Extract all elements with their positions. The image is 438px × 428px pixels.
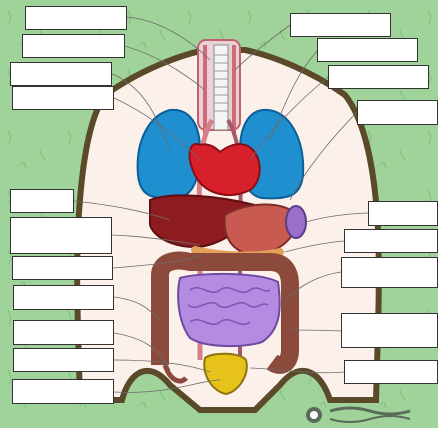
label-box-right-4[interactable] bbox=[357, 100, 438, 125]
small-intestine bbox=[178, 274, 280, 346]
label-box-left-6[interactable] bbox=[10, 217, 112, 254]
label-box-left-10[interactable] bbox=[13, 348, 114, 372]
trachea bbox=[214, 45, 228, 130]
spleen bbox=[286, 206, 306, 238]
label-box-right-1[interactable] bbox=[290, 13, 391, 37]
label-box-left-1[interactable] bbox=[25, 6, 127, 30]
label-box-left-2[interactable] bbox=[22, 34, 125, 58]
label-box-left-4[interactable] bbox=[12, 86, 114, 110]
label-box-left-9[interactable] bbox=[13, 320, 114, 345]
label-box-right-7[interactable] bbox=[341, 257, 438, 288]
label-box-left-11[interactable] bbox=[12, 379, 114, 404]
label-box-right-5[interactable] bbox=[368, 201, 438, 226]
label-box-left-3[interactable] bbox=[10, 62, 112, 86]
label-box-right-9[interactable] bbox=[344, 360, 438, 384]
label-box-left-8[interactable] bbox=[13, 285, 114, 310]
label-box-right-6[interactable] bbox=[344, 229, 438, 253]
label-box-left-7[interactable] bbox=[12, 256, 113, 280]
label-box-right-2[interactable] bbox=[317, 38, 418, 62]
label-box-left-5[interactable] bbox=[10, 189, 74, 213]
label-box-right-3[interactable] bbox=[328, 65, 429, 89]
label-box-right-8[interactable] bbox=[341, 313, 438, 348]
